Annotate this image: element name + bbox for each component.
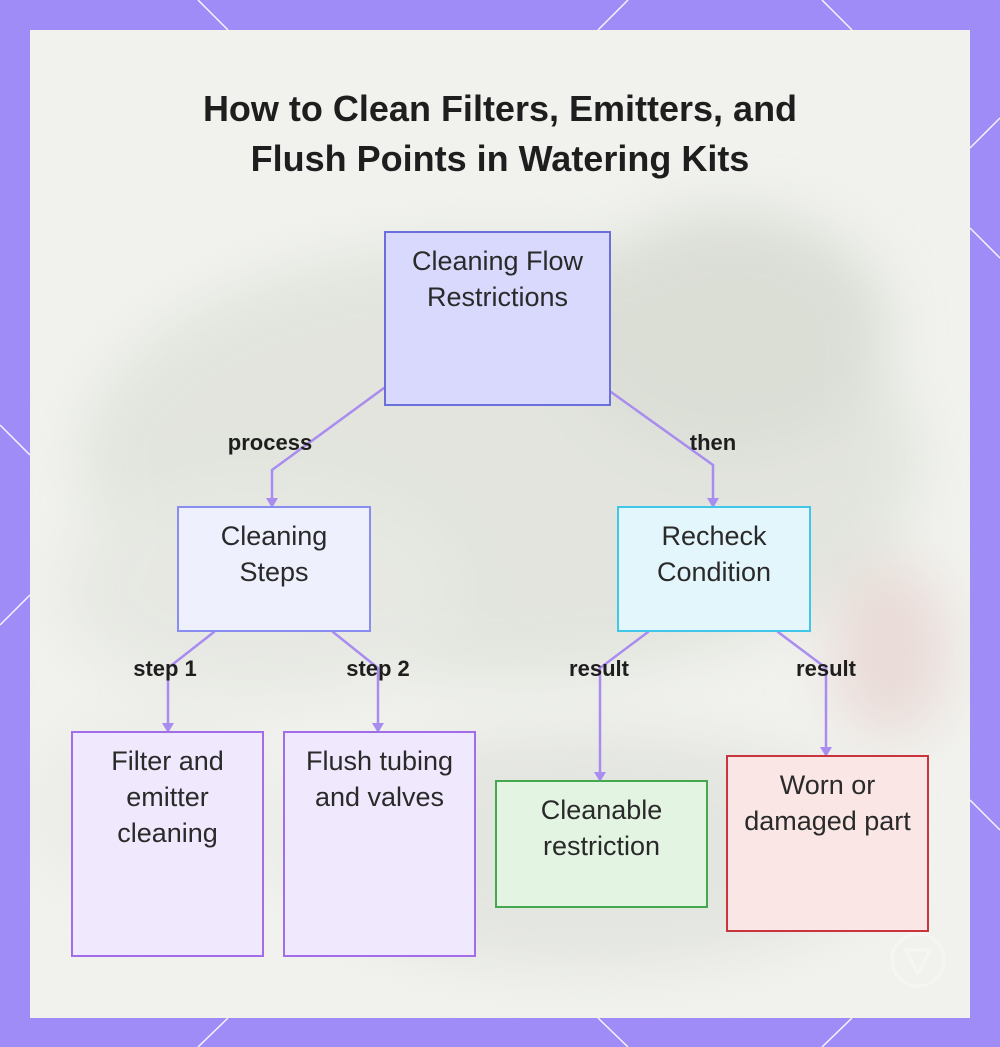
arrowhead-cleanable (594, 772, 606, 782)
node-label: Cleaning Flow Restrictions (411, 246, 584, 312)
node-label: Flush tubing and valves (305, 746, 454, 812)
edge-result-left (598, 630, 650, 782)
edge-label-result-right: result (796, 656, 856, 681)
edge-label-then: then (689, 430, 737, 455)
arrowhead-flush (372, 723, 384, 733)
arrowhead-steps (266, 498, 278, 508)
node-flush-tubing-valves: Flush tubing and valves (283, 731, 476, 957)
diagram-title: How to Clean Filters, Emitters, and Flus… (0, 84, 1000, 184)
arrowhead-worn (820, 747, 832, 757)
edge-result-right (776, 630, 828, 757)
edge-label-step-2: step 2 (346, 656, 410, 681)
node-label: Worn or damaged part (744, 770, 911, 836)
node-worn-damaged-part: Worn or damaged part (726, 755, 929, 932)
node-label: Cleaning Steps (220, 521, 328, 587)
node-label: Cleanable restriction (540, 795, 663, 861)
title-line-1: How to Clean Filters, Emitters, and (202, 88, 798, 129)
edge-then (609, 390, 715, 508)
edge-step2 (331, 630, 380, 733)
node-cleaning-steps: Cleaning Steps (177, 506, 371, 632)
node-cleanable-restriction: Cleanable restriction (495, 780, 708, 908)
edge-label-step-1: step 1 (133, 656, 197, 681)
edge-process (270, 386, 386, 508)
edge-step1 (166, 630, 216, 733)
logo-watermark-icon (890, 932, 946, 988)
node-label: Recheck Condition (656, 521, 772, 587)
arrowhead-filter (162, 723, 174, 733)
node-cleaning-flow-restrictions: Cleaning Flow Restrictions (384, 231, 611, 406)
arrowhead-recheck (707, 498, 719, 508)
edge-label-process: process (227, 430, 313, 455)
node-filter-emitter-cleaning: Filter and emitter cleaning (71, 731, 264, 957)
edge-label-result-left: result (569, 656, 629, 681)
node-label: Filter and emitter cleaning (111, 746, 224, 848)
node-recheck-condition: Recheck Condition (617, 506, 811, 632)
title-line-2: Flush Points in Watering Kits (250, 138, 750, 179)
